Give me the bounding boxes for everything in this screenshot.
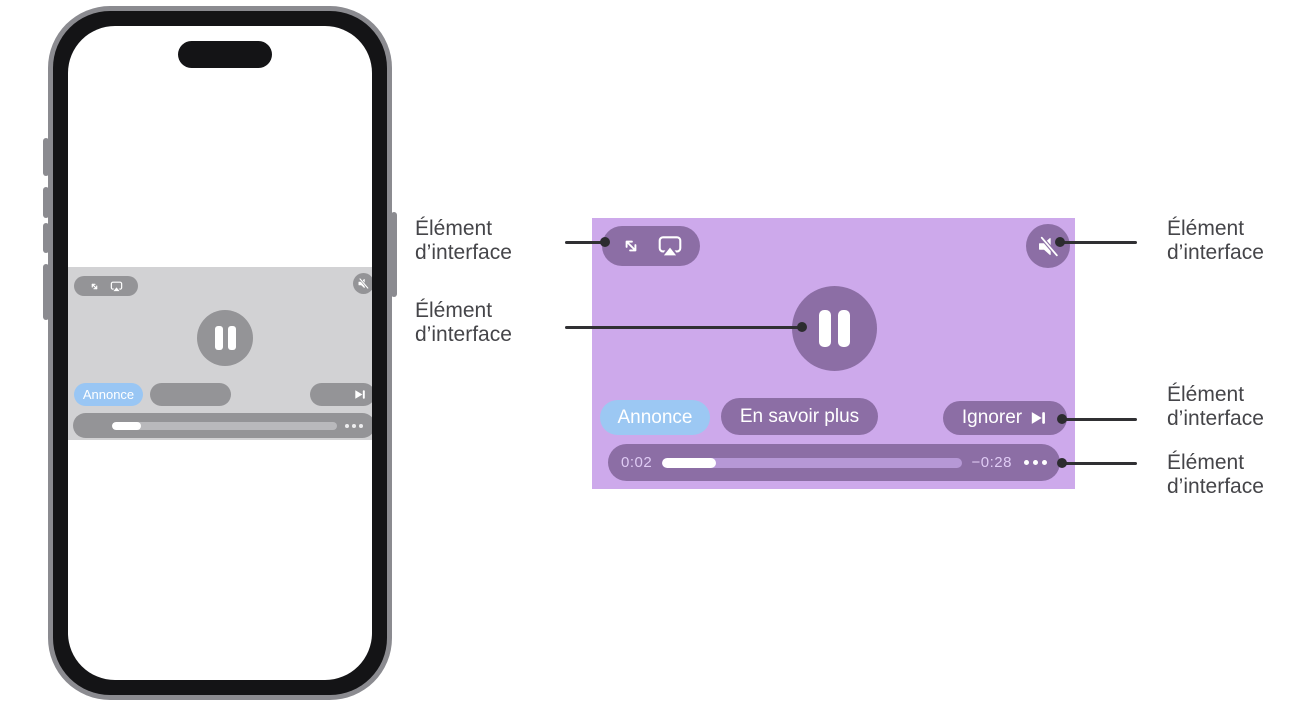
skip-next-icon <box>354 388 367 401</box>
pause-icon <box>819 310 831 347</box>
video-player-mini: Annonce <box>68 267 372 440</box>
pause-icon <box>214 326 223 350</box>
pause-icon <box>227 326 236 350</box>
callout-line: d’interface <box>1167 475 1264 498</box>
progress-fill <box>112 421 142 430</box>
mute-button[interactable] <box>1026 224 1070 268</box>
skip-next-icon <box>1030 409 1048 427</box>
airplay-icon[interactable] <box>110 280 123 293</box>
callout-line: Élément <box>1167 217 1245 240</box>
phone-bezel: Annonce <box>53 11 387 695</box>
dynamic-island <box>178 41 272 68</box>
callout-line: d’interface <box>1167 407 1264 430</box>
learn-more-button[interactable]: En savoir plus <box>721 398 878 435</box>
left-side-button <box>43 264 49 320</box>
progress-track[interactable] <box>662 457 962 468</box>
phone-screen: Annonce <box>68 26 372 680</box>
callout-connector <box>1065 418 1137 421</box>
callout-fullscreen-airplay: Élément d’interface <box>415 217 512 265</box>
fullscreen-icon[interactable] <box>620 235 642 257</box>
more-icon[interactable] <box>1024 460 1047 465</box>
phone-frame: Annonce <box>48 6 392 700</box>
callout-line: d’interface <box>415 323 512 346</box>
callout-mute: Élément d’interface <box>1167 217 1264 265</box>
skip-button[interactable]: Ignorer <box>943 401 1067 435</box>
callout-dot <box>600 237 610 247</box>
remaining-time: −0:28 <box>971 454 1012 471</box>
callout-line: Élément <box>415 217 493 240</box>
callout-line: Élément <box>415 299 493 322</box>
fullscreen-icon[interactable] <box>89 281 100 292</box>
volume-up-button <box>43 187 49 218</box>
learn-more-pill[interactable] <box>150 383 231 406</box>
fullscreen-airplay-pill[interactable] <box>74 276 138 296</box>
ad-badge-label: Annonce <box>82 387 135 402</box>
callout-skip: Élément d’interface <box>1167 383 1264 431</box>
callout-dot <box>1057 458 1067 468</box>
callout-line: d’interface <box>1167 241 1264 264</box>
callout-line: Élément <box>1167 383 1245 406</box>
callout-more: Élément d’interface <box>1167 451 1264 499</box>
callout-dot <box>797 322 807 332</box>
ad-badge-label: Annonce <box>617 406 693 428</box>
progress-fill <box>662 457 717 468</box>
progress-bar[interactable]: 0:02 −0:28 <box>608 444 1060 481</box>
progress-bar[interactable] <box>73 413 372 438</box>
skip-label: Ignorer <box>961 407 1023 428</box>
skip-button[interactable] <box>310 383 372 406</box>
callout-connector <box>565 241 604 244</box>
callout-connector <box>1065 462 1137 465</box>
ad-badge: Annonce <box>74 383 143 406</box>
pause-button[interactable] <box>197 310 253 366</box>
pause-icon <box>838 310 850 347</box>
callout-line: d’interface <box>415 241 512 264</box>
callout-dot <box>1055 237 1065 247</box>
power-button <box>391 212 397 297</box>
callout-connector <box>565 326 801 329</box>
volume-down-button <box>43 223 49 253</box>
learn-more-label: En savoir plus <box>739 405 860 427</box>
callout-pause: Élément d’interface <box>415 299 512 347</box>
callout-dot <box>1057 414 1067 424</box>
mute-icon <box>357 277 370 290</box>
mute-button[interactable] <box>353 273 372 294</box>
airplay-icon[interactable] <box>657 233 683 259</box>
elapsed-time: 0:02 <box>621 454 653 471</box>
callout-line: Élément <box>1167 451 1245 474</box>
mute-icon <box>1036 234 1061 259</box>
fullscreen-airplay-pill[interactable] <box>602 226 700 266</box>
callout-connector <box>1063 241 1137 244</box>
video-player-enlarged: Annonce En savoir plus Ignorer 0:02 −0:2… <box>592 218 1075 489</box>
more-icon[interactable] <box>345 423 363 428</box>
progress-track[interactable] <box>112 421 337 430</box>
action-button <box>43 138 49 176</box>
ad-badge: Annonce <box>600 400 710 435</box>
